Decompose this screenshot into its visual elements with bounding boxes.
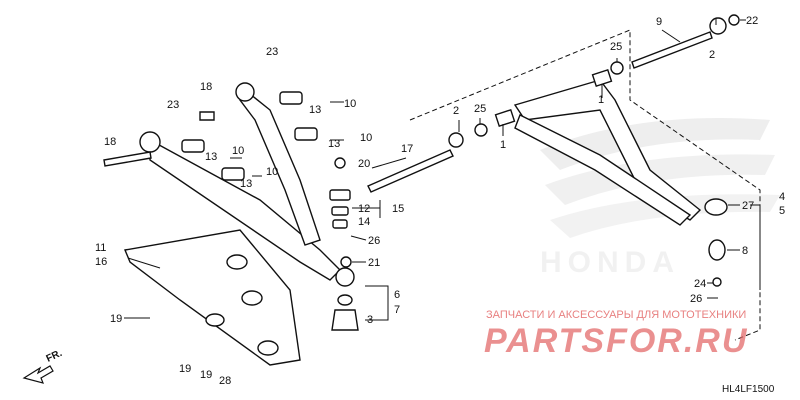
callout-25-top: 25 bbox=[610, 41, 622, 53]
callout-18-top: 18 bbox=[200, 81, 212, 93]
front-arrow-icon: FR. bbox=[22, 348, 64, 384]
callout-13-c: 13 bbox=[205, 151, 217, 163]
callout-21: 21 bbox=[368, 257, 380, 269]
callout-13-d: 13 bbox=[240, 178, 252, 190]
ball-joint-left bbox=[331, 294, 359, 331]
callout-8: 8 bbox=[742, 245, 748, 257]
nut-22 bbox=[728, 14, 740, 26]
callout-26-left: 26 bbox=[368, 235, 380, 247]
ring-27 bbox=[704, 198, 728, 216]
front-label: FR. bbox=[45, 348, 64, 365]
callout-19-b: 19 bbox=[179, 363, 191, 375]
callout-27: 27 bbox=[742, 200, 754, 212]
nut-21 bbox=[340, 256, 352, 268]
right-lower-arm bbox=[494, 68, 702, 226]
bolt-18-lower bbox=[103, 151, 152, 167]
pivot-bolt-17 bbox=[367, 149, 454, 193]
callout-25-mid: 25 bbox=[474, 103, 486, 115]
callout-28: 28 bbox=[219, 375, 231, 387]
callout-19-c: 19 bbox=[200, 369, 212, 381]
callout-10-c: 10 bbox=[232, 145, 244, 157]
callout-17: 17 bbox=[401, 143, 413, 155]
callout-13-b: 13 bbox=[328, 138, 340, 150]
clamp-set bbox=[181, 91, 351, 229]
callout-12: 12 bbox=[358, 203, 370, 215]
callout-2-mid: 2 bbox=[453, 105, 459, 117]
assembly-frame bbox=[409, 29, 761, 341]
callout-6: 6 bbox=[394, 289, 400, 301]
callout-numbers: 9 22 2 25 1 2 25 1 17 23 18 23 18 13 10 … bbox=[95, 15, 785, 387]
diagram-code: HL4LF1500 bbox=[722, 384, 775, 395]
callout-22: 22 bbox=[746, 15, 758, 27]
bushing-upper bbox=[709, 17, 727, 35]
leader-lines bbox=[124, 18, 761, 321]
callout-10-a: 10 bbox=[344, 98, 356, 110]
left-upper-arm bbox=[139, 82, 355, 287]
shop-watermark-text: ЗАПЧАСТИ И АКСЕССУАРЫ ДЛЯ МОТОТЕХНИКИ bbox=[486, 309, 746, 321]
skid-plate bbox=[124, 229, 301, 366]
callout-20: 20 bbox=[358, 158, 370, 170]
callout-15: 15 bbox=[392, 203, 404, 215]
callout-1-mid: 1 bbox=[500, 139, 506, 151]
callout-1-top: 1 bbox=[598, 94, 604, 106]
callout-16: 16 bbox=[95, 256, 107, 268]
callout-23-left: 23 bbox=[167, 99, 179, 111]
callout-24: 24 bbox=[694, 278, 706, 290]
callout-4: 4 bbox=[779, 191, 785, 203]
callout-26-right: 26 bbox=[690, 293, 702, 305]
nut-20 bbox=[334, 157, 346, 169]
callout-14: 14 bbox=[358, 216, 370, 228]
washer-2 bbox=[448, 132, 464, 148]
callout-11: 11 bbox=[95, 242, 106, 254]
callout-23-top: 23 bbox=[266, 46, 278, 58]
bushing-25-lower bbox=[474, 123, 488, 137]
callout-5: 5 bbox=[779, 205, 785, 217]
callout-10-b: 10 bbox=[360, 132, 372, 144]
callout-18-left: 18 bbox=[104, 136, 116, 148]
callout-13-a: 13 bbox=[309, 104, 321, 116]
nut-24 bbox=[712, 277, 722, 287]
honda-brand-text: HONDA bbox=[540, 246, 680, 279]
pivot-bolt-9 bbox=[631, 31, 713, 69]
callout-9: 9 bbox=[656, 16, 662, 28]
callout-2-top: 2 bbox=[709, 49, 715, 61]
callout-10-d: 10 bbox=[266, 166, 278, 178]
site-watermark-text: PARTSFOR.RU bbox=[484, 322, 748, 360]
ball-joint-8 bbox=[708, 239, 726, 261]
bolt-18-upper bbox=[199, 111, 215, 121]
callout-3: 3 bbox=[367, 314, 373, 326]
callout-19-left: 19 bbox=[110, 313, 122, 325]
callout-7: 7 bbox=[394, 304, 400, 316]
bushing-25-upper bbox=[610, 61, 624, 75]
